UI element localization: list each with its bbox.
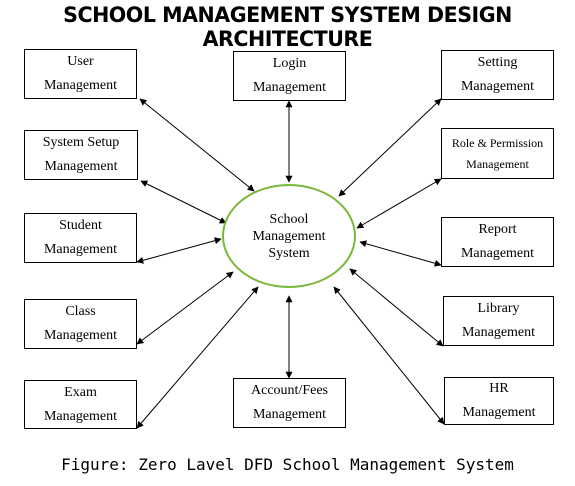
connector-system-setup — [140, 180, 227, 224]
report-management-label: Report Management — [460, 222, 535, 261]
user-management-label: User Management — [43, 54, 118, 93]
hr-management-label: HR Management — [462, 381, 536, 420]
user-management-box: User Management — [24, 49, 137, 99]
login-management-label: Login Management — [252, 56, 327, 95]
system-setup-management-box: System Setup Management — [24, 130, 138, 180]
connector-report — [359, 240, 442, 267]
library-management-box: Library Management — [443, 296, 554, 346]
connector-user — [139, 98, 255, 192]
setting-management-box: Setting Management — [441, 50, 554, 100]
hr-management-box: HR Management — [444, 377, 554, 425]
exam-management-label: Exam Management — [43, 384, 118, 424]
center-node-label: School Management System — [252, 211, 326, 261]
role-permission-management-box: Role & Permission Management — [441, 128, 554, 179]
connector-student — [136, 237, 222, 264]
role-permission-management-label: Role & Permission Management — [451, 135, 544, 171]
exam-management-box: Exam Management — [24, 380, 137, 429]
class-management-label: Class Management — [43, 304, 118, 343]
connector-setting — [338, 98, 442, 197]
diagram-title: School Management System Design Architec… — [63, 3, 512, 51]
school-management-system-node: School Management System — [222, 184, 356, 288]
account-fees-management-label: Account/Fees Management — [251, 383, 328, 422]
login-management-box: Login Management — [233, 51, 346, 101]
class-management-box: Class Management — [24, 299, 137, 349]
connector-hr — [333, 286, 445, 425]
connector-role-permission — [356, 178, 442, 229]
setting-management-label: Setting Management — [460, 55, 535, 94]
system-setup-management-label: System Setup Management — [42, 135, 120, 174]
library-management-label: Library Management — [461, 301, 536, 340]
account-fees-management-box: Account/Fees Management — [233, 378, 346, 428]
report-management-box: Report Management — [441, 217, 554, 267]
student-management-label: Student Management — [43, 218, 118, 257]
connector-exam — [136, 286, 259, 429]
connector-library — [349, 268, 444, 347]
figure-caption: Figure: Zero Lavel DFD School Management… — [61, 455, 514, 474]
student-management-box: Student Management — [24, 213, 137, 263]
